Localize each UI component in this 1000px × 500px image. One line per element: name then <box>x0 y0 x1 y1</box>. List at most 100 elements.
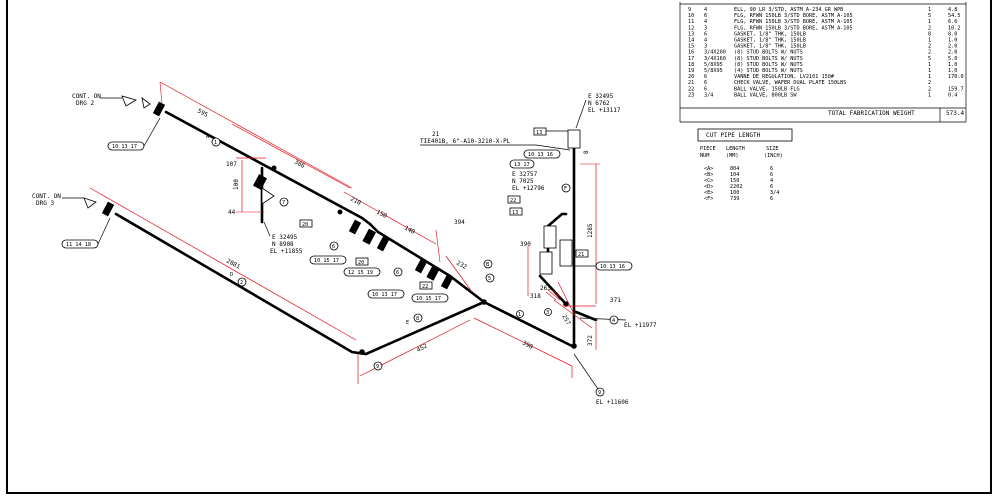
bubble-1: 1 <box>518 312 521 318</box>
bom-size: 6 <box>704 74 707 80</box>
tag-10-13-16-b: 10 13 16 <box>600 264 625 270</box>
bom-description: ELL, 90 LR 3/STD, ASTM A-234 GR WPB <box>734 7 843 13</box>
bom-part: 14 <box>688 38 694 44</box>
bom-description: (8) STUD BOLTS W/ NUTS <box>734 56 803 62</box>
bom-weight: 1.0 <box>948 68 957 74</box>
bom-description: (8) STUD BOLTS W/ NUTS <box>734 62 803 68</box>
bom-qty: 1 <box>928 74 931 80</box>
bubble-9-a: 9 <box>376 364 379 370</box>
bom-description: CHECK VALVE, WAFER DUAL PLATE 150LBS <box>734 80 846 86</box>
bom-size: 4 <box>704 38 707 44</box>
coord-3-el: EL +11855 <box>270 248 303 255</box>
tag-10-13-17-b: 10 13 17 <box>372 292 397 298</box>
bom-description: GASKET, 1/8" THK, 150LB <box>734 44 806 50</box>
bom-part: 9 <box>688 7 691 13</box>
dim-263: 263 <box>540 285 551 292</box>
bom-weight: 54.5 <box>948 13 961 19</box>
bom-weight: 0.4 <box>948 92 957 98</box>
coord-1-e: E 32495 <box>588 93 614 100</box>
bom-qty: 8 <box>928 31 931 37</box>
bom-size: 5/8X95 <box>704 68 723 74</box>
cut-piece: <B> <box>704 172 713 178</box>
tie-in-label: TIE401B, 6"-A10-3210-X-PL <box>420 138 511 145</box>
dim-390-b: 390 <box>520 241 531 248</box>
bubble-1-upper: 1 <box>214 140 217 146</box>
dim-257: 257 <box>560 314 572 327</box>
coord-1-n: N 6762 <box>588 100 610 107</box>
bom-part: 19 <box>688 68 694 74</box>
item-bubbles: 13 22 13 21 20 20 22 7 6 6 9 9 4 5 B 1 <box>206 127 619 397</box>
coord-2-e: E 32757 <box>512 171 538 178</box>
cut-length: 739 <box>730 196 739 202</box>
bom-qty: 5 <box>928 13 931 19</box>
bom-part: 20 <box>688 74 694 80</box>
bom-size: 4 <box>704 7 707 13</box>
cut-size: 6 <box>770 196 773 202</box>
bom-part: 11 <box>688 19 694 25</box>
tag-11-14-18: 11 14 18 <box>66 242 91 248</box>
tag-10-13-17-a: 10 13 17 <box>112 144 137 150</box>
continuation-drg-1: DRG 2 <box>76 100 94 107</box>
bubble-7: 7 <box>282 200 285 206</box>
bom-qty: 2 <box>928 44 931 50</box>
dim-366: 366 <box>293 159 306 170</box>
bom-description: (8) STUD BOLTS W/ NUTS <box>734 50 803 56</box>
dim-top-8: 8 <box>583 150 590 154</box>
bubble-3: 3 <box>546 310 549 316</box>
cut-piece: <D> <box>704 184 713 190</box>
col-length: LENGTH <box>726 146 745 152</box>
drawing-frame <box>6 0 992 494</box>
dim-107: 107 <box>226 161 237 168</box>
cut-length: 804 <box>730 166 739 172</box>
bom-part: 12 <box>688 25 694 31</box>
cut-length: 150 <box>730 178 739 184</box>
dim-372: 372 <box>587 335 594 346</box>
dim-44: 44 <box>228 209 236 216</box>
cut-size: 6 <box>770 172 773 178</box>
bom-description: GASKET, 1/8" THK, 150LB <box>734 31 806 37</box>
cut-table-title: CUT PIPE LENGTH <box>706 132 761 139</box>
dimensions <box>89 81 600 384</box>
bom-qty: 2 <box>928 25 931 31</box>
bubble-13-a: 13 <box>536 130 542 136</box>
cut-piece: <C> <box>704 178 713 184</box>
coord-2-el: EL +12796 <box>512 185 545 192</box>
bom-qty: 1 <box>928 62 931 68</box>
coord-3-e: E 32495 <box>272 234 298 241</box>
bom-size: 4 <box>704 19 707 25</box>
tag-10-13-16-a: 10 13 16 <box>528 152 553 158</box>
bom-qty: 2 <box>928 50 931 56</box>
bom-part: 22 <box>688 86 694 92</box>
bom-part: 23 <box>688 92 694 98</box>
dim-1285: 1285 <box>587 223 594 238</box>
bom-qty: 2 <box>928 80 931 86</box>
dim-452: 452 <box>416 342 429 353</box>
bubble-2: 2 <box>240 280 243 286</box>
tag-12-15-19: 12 15 19 <box>348 270 373 276</box>
bubble-22: 22 <box>510 198 516 204</box>
dim-2881: 2881 <box>225 258 241 271</box>
bom-size: 3/4 <box>704 92 713 98</box>
bom-weight: 10.2 <box>948 25 961 31</box>
bom-part: 21 <box>688 80 694 86</box>
dim-210: 210 <box>349 196 362 207</box>
cut-length: 2202 <box>730 184 743 190</box>
bom-size: 6 <box>704 13 707 19</box>
bom-description: VANNE DE REGULATION, LV2101 150# <box>734 74 835 80</box>
cut-piece: <F> <box>704 196 713 202</box>
bom-description: BALL VALVE, 150LB FLG <box>734 86 800 92</box>
bom-weight: 1.0 <box>948 62 957 68</box>
bom-description: GASKET, 1/8" THK, 150LB <box>734 38 806 44</box>
bom-size: 3 <box>704 25 707 31</box>
dim-232: 232 <box>455 260 468 271</box>
bubble-21: 21 <box>578 252 584 258</box>
pipe-routing <box>114 110 598 356</box>
tag-boxes: 10 13 17 11 14 18 10 13 16 13 17 10 15 1… <box>61 117 633 303</box>
bom-size: 3/4X160 <box>704 56 726 62</box>
piece-d: D <box>230 272 233 278</box>
bom-qty: 1 <box>928 38 931 44</box>
dim-100: 100 <box>233 179 240 190</box>
cut-piece: <A> <box>704 166 713 172</box>
bubble-6-b: 6 <box>396 270 399 276</box>
col-length-sub: (MM) <box>726 153 739 159</box>
